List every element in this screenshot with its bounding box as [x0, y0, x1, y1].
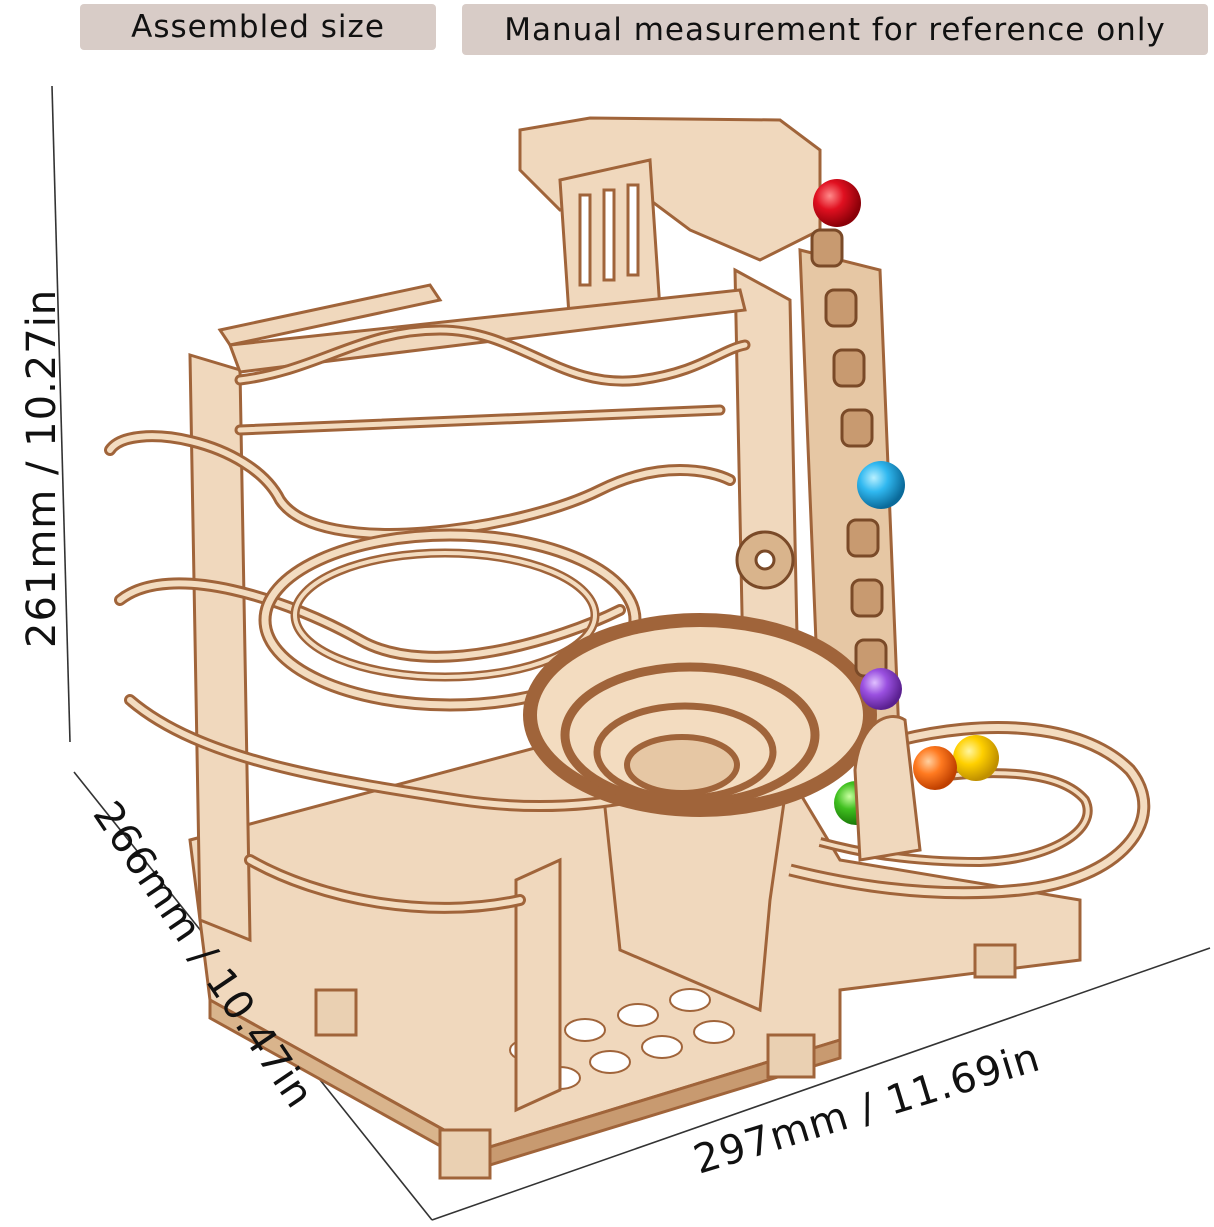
oval-loop [258, 528, 642, 712]
base-holes [509, 988, 735, 1090]
upper-platform [217, 283, 747, 374]
tracks [104, 324, 751, 914]
assembled-size-badge: Assembled size [80, 4, 436, 50]
pillars [188, 248, 902, 1113]
yellow-marble [953, 735, 999, 781]
legs [314, 943, 1017, 1180]
reference-note-badge: Manual measurement for reference only [462, 4, 1208, 55]
blue-marble [857, 461, 905, 509]
marble-stand [853, 715, 922, 862]
tower-top [518, 116, 822, 332]
orange-marble [913, 746, 957, 790]
gear-icon [735, 530, 795, 590]
spiral-funnel [523, 613, 877, 817]
height-dimension: 261mm / 10.27in [19, 288, 65, 648]
chain-lift [810, 228, 888, 678]
red-marble [813, 179, 861, 227]
purple-marble [860, 668, 902, 710]
